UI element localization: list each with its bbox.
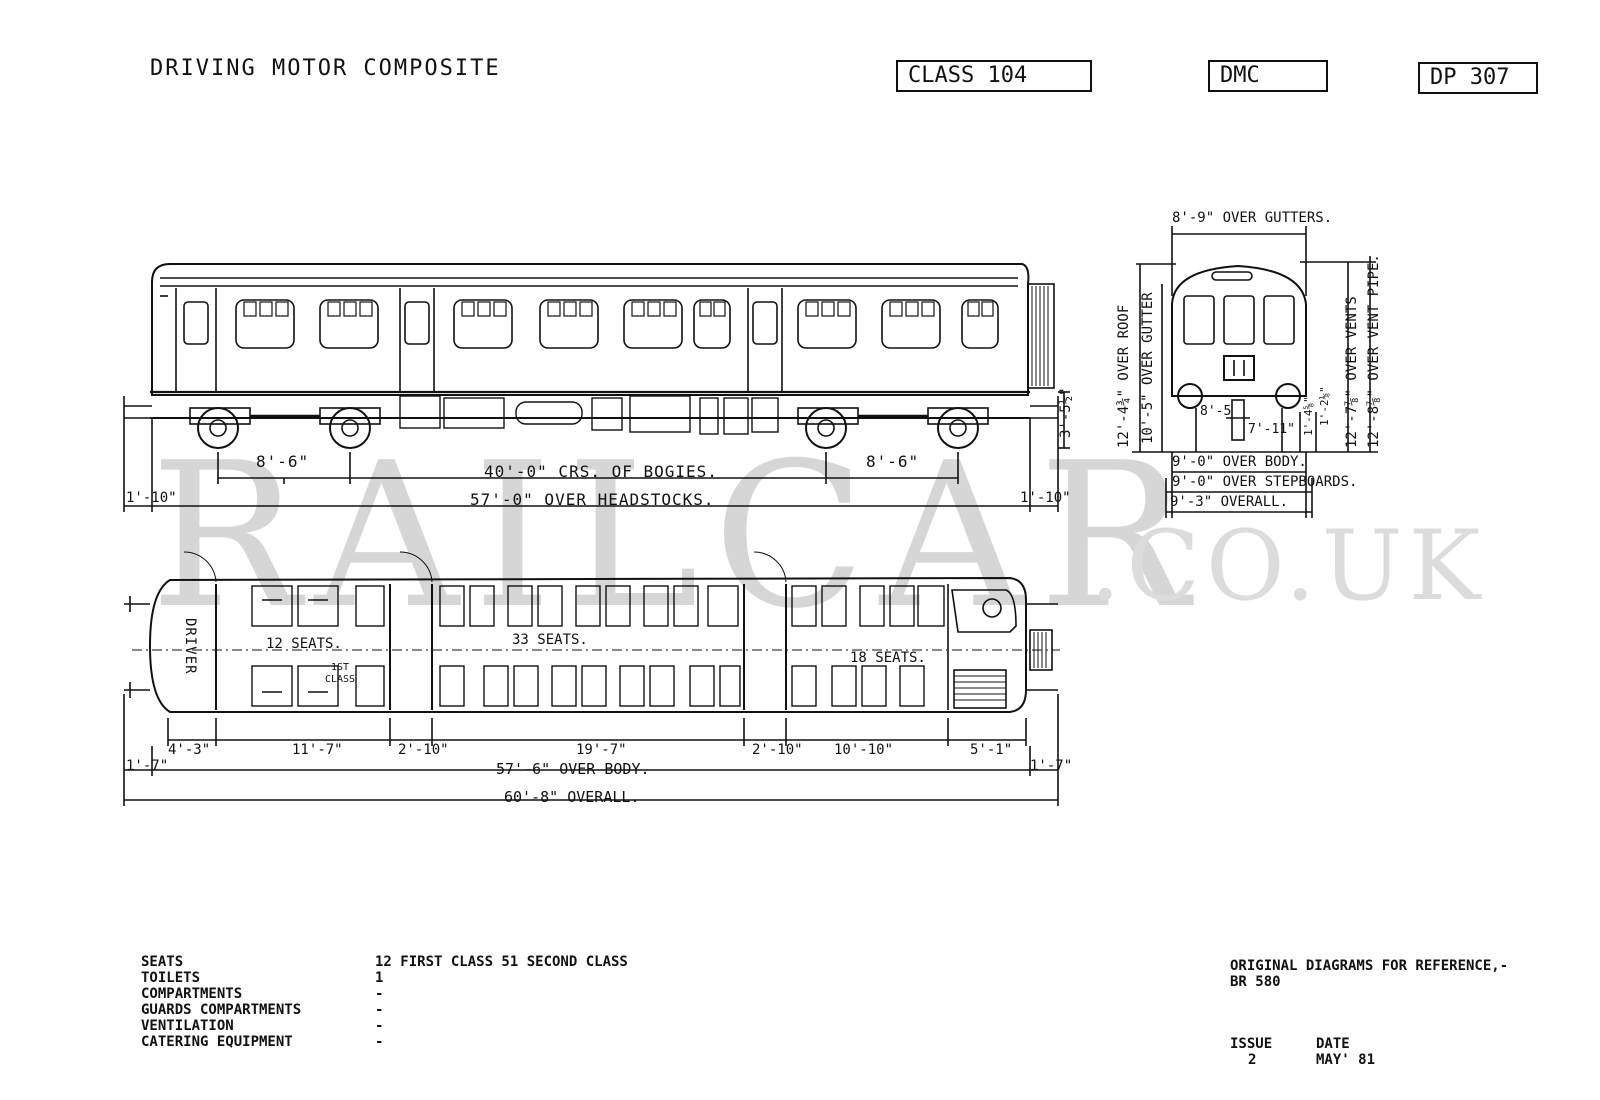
dim-d: 1'-2⅛"	[1318, 386, 1331, 426]
dim-c: 1'-4⅝"	[1302, 396, 1315, 436]
dim-over-roof: 12'-4¾" OVER ROOF	[1116, 304, 1132, 448]
spec-value-toilets: 1	[375, 970, 384, 986]
dim-a: 8'-5	[1200, 404, 1232, 419]
date-block: DATE MAY' 81	[1316, 1036, 1375, 1068]
plan-end-left: 1'-7"	[126, 758, 169, 774]
spec-label-ventilation: VENTILATION	[141, 1018, 234, 1034]
plan-overall: 60'-8" OVERALL.	[504, 788, 640, 806]
dim-over-vents: 12'-7⅞" OVER VENTS	[1344, 296, 1360, 448]
plan-dim-1: 4'-3"	[168, 742, 211, 758]
dim-b: 7'-11"	[1248, 422, 1295, 437]
issue-label: ISSUE	[1230, 1036, 1273, 1052]
issue-block: ISSUE 2	[1230, 1036, 1272, 1068]
driver-label: DRIVER	[182, 618, 198, 675]
date-label: DATE	[1316, 1036, 1350, 1052]
bogie-left	[189, 407, 381, 449]
spec-value-seats: 12 FIRST CLASS 51 SECOND CLASS	[375, 954, 628, 970]
dim-bogie-wheelbase-left: 8'-6"	[256, 452, 310, 471]
saloon-seats: 33 SEATS.	[512, 632, 588, 648]
plan-dim-6: 10'-10"	[834, 742, 894, 758]
dim-headstock-height: 3'-5½"	[1058, 387, 1074, 438]
spec-value-guards: -	[375, 1002, 384, 1018]
plan-dim-4: 19'-7"	[576, 742, 627, 758]
page-title: DRIVING MOTOR COMPOSITE	[150, 56, 501, 81]
dim-overall-width: 9'-3" OVERALL.	[1170, 494, 1289, 510]
plan-end-right: 1'-7"	[1030, 758, 1073, 774]
spec-value-compartments: -	[375, 986, 384, 1002]
dim-over-gutters: 8'-9" OVER GUTTERS.	[1172, 210, 1333, 226]
reference-block: ORIGINAL DIAGRAMS FOR REFERENCE,- BR 580	[1230, 958, 1508, 990]
watermark-domain: .CO.UK	[1090, 510, 1487, 622]
date-value: MAY' 81	[1316, 1052, 1376, 1068]
plan-dim-2: 11'-7"	[292, 742, 343, 758]
diagram-number-box: DP 307	[1418, 62, 1538, 94]
side-elevation	[123, 263, 1070, 512]
end-elevation	[1132, 226, 1378, 518]
plan-dim-7: 5'-1"	[970, 742, 1013, 758]
dim-over-vent-pipe: 12'-8⅞" OVER VENT PIPE.	[1366, 254, 1382, 448]
type-box: DMC	[1208, 60, 1328, 92]
plan-view	[123, 551, 1060, 806]
spec-label-toilets: TOILETS	[141, 970, 201, 986]
dim-end-right: 1'-10"	[1020, 490, 1071, 506]
plan-over-body: 57'-6" OVER BODY.	[496, 760, 650, 778]
dim-bogie-centres: 40'-0" CRS. OF BOGIES.	[484, 462, 718, 481]
spec-labels: SEATS TOILETS COMPARTMENTS GUARDS COMPAR…	[141, 954, 301, 1050]
dim-headstocks: 57'-0" OVER HEADSTOCKS.	[470, 490, 715, 509]
first-class-label: 1ST CLASS	[324, 662, 356, 685]
reference-line-1: ORIGINAL DIAGRAMS FOR REFERENCE,-	[1230, 958, 1509, 974]
bogie-right	[797, 407, 989, 449]
spec-label-seats: SEATS	[141, 954, 184, 970]
plan-dim-3: 2'-10"	[398, 742, 449, 758]
dim-bogie-wheelbase-right: 8'-6"	[866, 452, 920, 471]
class-box: CLASS 104	[896, 60, 1092, 92]
dim-over-stepboards: 9'-0" OVER STEPBOARDS.	[1172, 474, 1358, 490]
rear-saloon-seats: 18 SEATS.	[850, 650, 926, 666]
dim-over-body: 9'-0" OVER BODY.	[1172, 454, 1307, 470]
spec-values: 12 FIRST CLASS 51 SECOND CLASS 1 - - - -	[375, 954, 628, 1050]
spec-label-compartments: COMPARTMENTS	[141, 986, 243, 1002]
dim-end-left: 1'-10"	[126, 490, 177, 506]
plan-dim-5: 2'-10"	[752, 742, 803, 758]
issue-value: 2	[1248, 1052, 1257, 1068]
spec-label-guards: GUARDS COMPARTMENTS	[141, 1002, 302, 1018]
spec-value-ventilation: -	[375, 1018, 384, 1034]
reference-line-2: BR 580	[1230, 974, 1281, 990]
spec-label-catering: CATERING EQUIPMENT	[141, 1034, 293, 1050]
spec-value-catering: -	[375, 1034, 384, 1050]
first-class-seats: 12 SEATS.	[266, 636, 342, 652]
dim-over-gutter: 10'-5" OVER GUTTER	[1140, 292, 1156, 444]
